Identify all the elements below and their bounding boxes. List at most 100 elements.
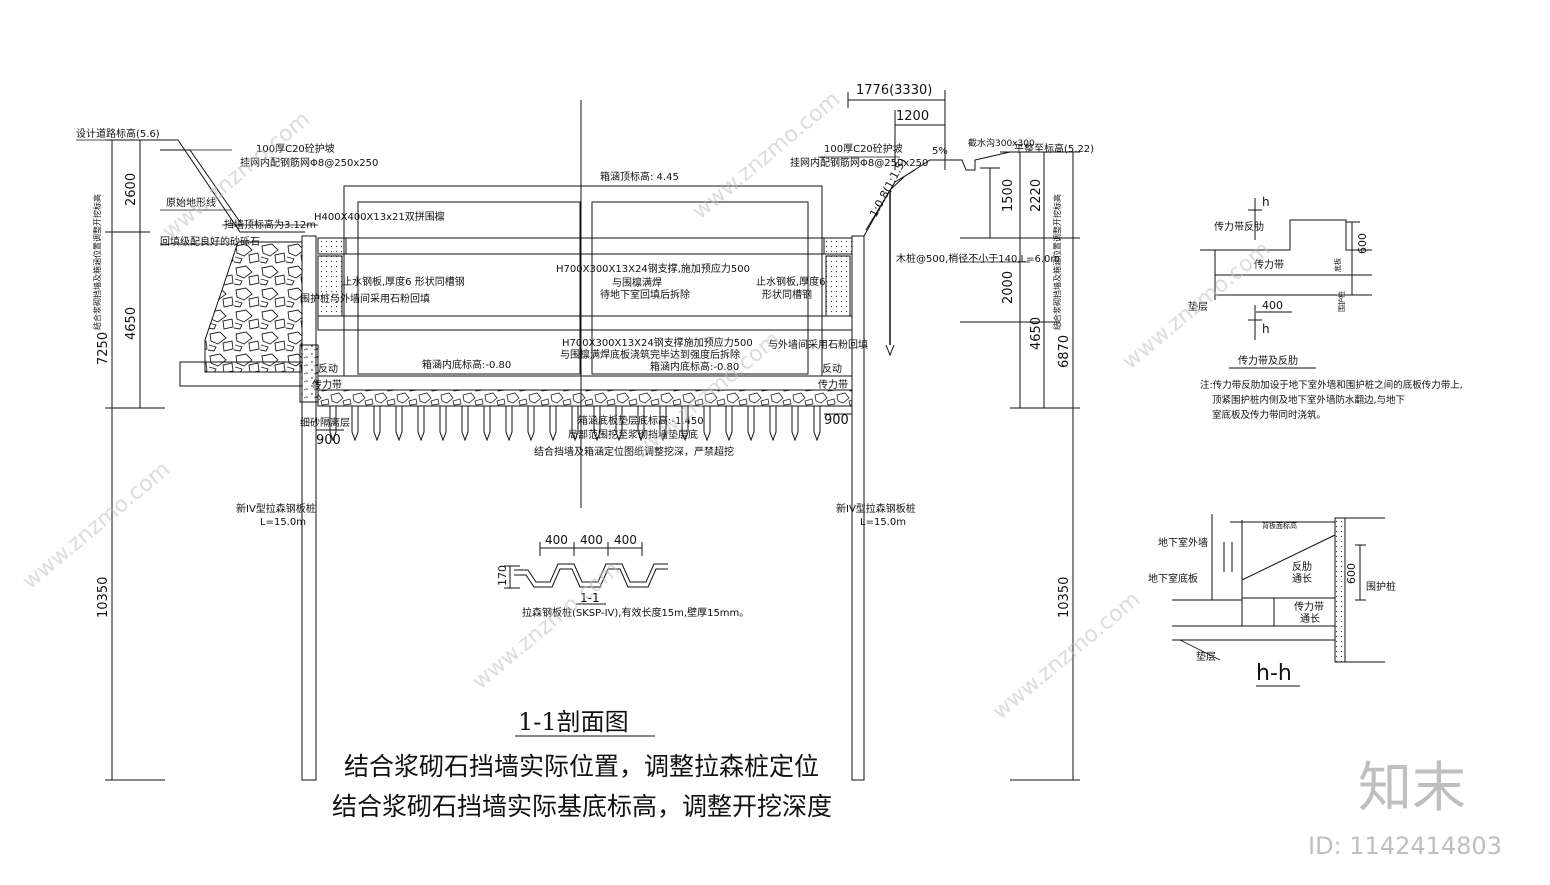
- detail1-note3: 室底板及传力带同时浇筑。: [1212, 409, 1326, 421]
- anchor-spike: [351, 406, 359, 442]
- anchor-spike: [483, 406, 491, 442]
- sheet-pile-section: [504, 542, 668, 605]
- watermark-site-3: www.znzmo.com: [1118, 237, 1275, 375]
- right-side1-label: 反动: [822, 363, 842, 375]
- right-side2-label: 传力带: [818, 378, 848, 391]
- detail2-belt2: 通长: [1300, 613, 1320, 625]
- detail-h-h: [1172, 514, 1385, 687]
- right-seal-label: 止水钢板,厚度6: [756, 275, 826, 288]
- note-line-1: 结合浆砌石挡墙实际位置，调整拉森桩定位: [344, 752, 819, 781]
- anchor-spike: [417, 406, 425, 442]
- dim-left-4650: 4650: [124, 307, 139, 340]
- left-pile-length: L=15.0m: [260, 517, 306, 528]
- dim-right-6870: 6870: [1057, 335, 1072, 368]
- anchor-spike: [439, 406, 447, 442]
- wood-pile-label: 木桩@500,梢径不小于140,L=6.0m: [896, 252, 1060, 265]
- strut1c-label: 待地下室回填后拆除: [600, 288, 690, 301]
- dim-900-left: 900: [316, 433, 341, 448]
- excav-label: 局部范围挖至浆砌挡墙垫层底: [568, 428, 698, 441]
- waler-label: H400X400X13x21双拼围檩: [314, 210, 445, 223]
- detail1-belt-label: 传力带: [1254, 258, 1284, 271]
- note-line-2: 结合浆砌石挡墙实际基底标高，调整开挖深度: [332, 792, 832, 821]
- dim-left-10350: 10350: [96, 577, 111, 618]
- strut1-label: H700X300X13X24钢支撑,施加预应力500: [556, 262, 750, 275]
- pile-fill-label: 围护桩与外墙间采用石粉回填: [300, 292, 430, 305]
- base-label: 箱涵底板垫层底标高:-1.450: [578, 414, 704, 427]
- detail2-dim600: 600: [1345, 563, 1358, 584]
- right-seal2-label: 形状同槽钢: [762, 288, 812, 301]
- strut2b-label: 与围檩满焊底板浇筑完毕达到强度后拆除: [560, 348, 740, 361]
- detail2-pile: 围护桩: [1366, 580, 1396, 593]
- anchor-spike: [395, 406, 403, 442]
- detail1-dim400: 400: [1262, 299, 1283, 312]
- excav2-label: 结合挡墙及箱涵定位图纸调整挖深，严禁超挖: [534, 445, 734, 458]
- cushion-label: 细砂隔离层: [300, 416, 350, 429]
- anchor-spike: [505, 406, 513, 442]
- strut1b-label: 与围檩满焊: [612, 276, 662, 289]
- dim-top-1200: 1200: [896, 109, 929, 124]
- strut2c-label: 与外墙间采用石粉回填: [768, 338, 868, 351]
- right-slope-label: 100厚C20砼护坡: [824, 142, 903, 155]
- detail1-title: 传力带及反肋: [1238, 354, 1298, 367]
- anchor-spike: [703, 406, 711, 442]
- section-title: 1-1剖面图: [518, 708, 629, 736]
- anchor-spike: [725, 406, 733, 442]
- anchor-spike: [791, 406, 799, 442]
- detail1-small2: 围护桩: [1337, 291, 1346, 312]
- strut2-label: H700X300X13X24钢支撑施加预应力500: [562, 336, 753, 349]
- mesh-label: 挂网内配钢筋网Φ8@250x250: [240, 156, 378, 169]
- dim-left-2600: 2600: [124, 173, 139, 206]
- left-vertical-note: 结合浆砌挡墙及箱涵位置调整开挖标高: [92, 194, 102, 330]
- right-pile-length: L=15.0m: [860, 517, 906, 528]
- wall-top-label: 挡墙顶标高为3.12m: [224, 218, 316, 231]
- dim-right-2000: 2000: [1001, 271, 1016, 304]
- anchor-spike: [461, 406, 469, 442]
- anchor-spike: [769, 406, 777, 442]
- detail2-rib2: 通长: [1292, 573, 1312, 585]
- anchor-spike: [637, 406, 645, 442]
- anchor-spike: [373, 406, 381, 442]
- dim-percent: 5%: [932, 146, 948, 157]
- pile-dim-1: 400: [545, 533, 568, 547]
- left-side1-label: 反动: [318, 363, 338, 375]
- leader-lines: [76, 139, 1030, 263]
- seal-label: 止水钢板,厚度6 形状同槽钢: [342, 275, 465, 288]
- dim-right-2220: 2220: [1029, 179, 1044, 212]
- culvert-top-label: 箱涵顶标高: 4.45: [600, 170, 679, 183]
- inner-bottom-label-left: 箱涵内底标高:-0.80: [422, 358, 511, 371]
- detail2-cushion: 垫层: [1196, 650, 1216, 663]
- main-section: [105, 90, 1080, 781]
- detail2-top: 背板面标高: [1262, 521, 1297, 530]
- detail1-note2: 顶紧围护桩内侧及地下室外墙防水翻边,与地下: [1212, 394, 1405, 406]
- right-vertical-note: 结合浆砌挡墙及箱涵位置调整开挖标高: [1052, 194, 1062, 330]
- right-mesh-label: 挂网内配钢筋网Φ8@250x250: [790, 156, 928, 169]
- right-pile-label: 新IV型拉森钢板桩: [836, 502, 916, 515]
- detail2-slab: 地下室底板: [1148, 572, 1198, 585]
- drain-label: 截水沟300x300: [968, 137, 1035, 149]
- anchor-spike: [813, 406, 821, 442]
- pile-height: 170: [496, 565, 509, 586]
- anchor-spike: [747, 406, 755, 442]
- detail2-wall: 地下室外墙: [1158, 536, 1208, 549]
- pile-dim-3: 400: [614, 533, 637, 547]
- detail-belt-rib: [1200, 198, 1372, 369]
- anchor-spikes: [329, 406, 821, 442]
- anchor-spike: [681, 406, 689, 442]
- watermark-site-6: www.znzmo.com: [18, 457, 175, 595]
- detail1-rib-label: 传力带反肋: [1214, 220, 1264, 233]
- pile-section-label: 1-1: [580, 591, 600, 605]
- dim-right-10350: 10350: [1057, 577, 1072, 618]
- anchor-spike: [659, 406, 667, 442]
- slope-label: 100厚C20砼护坡: [256, 142, 335, 155]
- detail1-h-bot: h: [1262, 322, 1270, 336]
- anchor-spike: [615, 406, 623, 442]
- left-side2-label: 传力带: [312, 378, 342, 391]
- detail2-belt: 传力带: [1294, 600, 1324, 613]
- level-label: 平整至标高(5.22): [1014, 142, 1094, 155]
- watermark-id: ID: 1142414803: [1308, 832, 1502, 860]
- anchor-spike: [549, 406, 557, 442]
- pile-dim-2: 400: [580, 533, 603, 547]
- detail1-cushion: 垫层: [1188, 300, 1208, 313]
- watermark-site-4: www.znzmo.com: [468, 557, 625, 695]
